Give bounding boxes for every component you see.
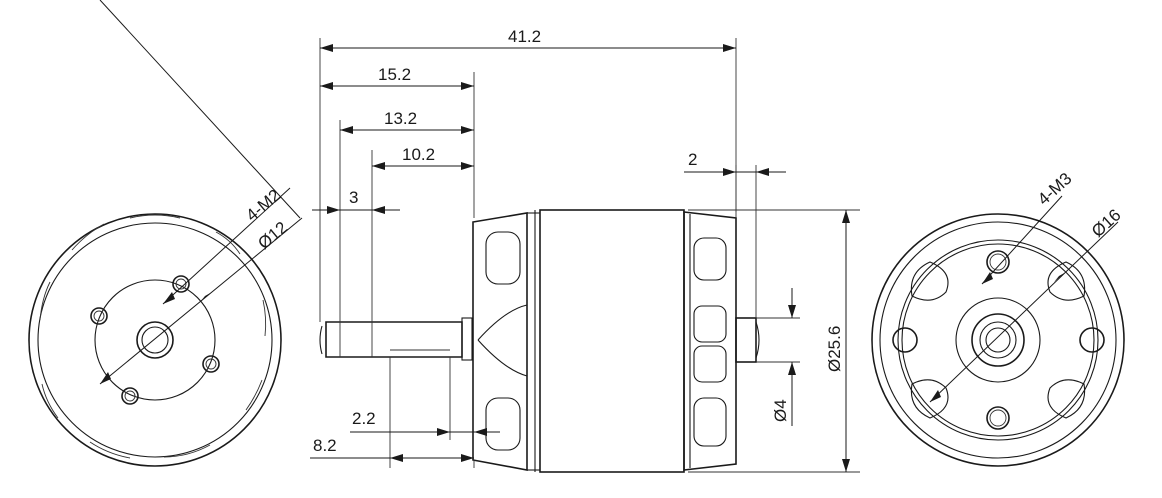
side-view: 41.2 15.2 13.2 10.2 3 2 2.2 [310,27,860,473]
diameter-body-label: Ø25.6 [825,326,844,372]
front-mount-holes [90,275,220,405]
length-2-label: 2 [688,150,697,169]
length-10-2-label: 10.2 [402,145,435,164]
rear-view: 4-M3 Ø16 [871,169,1125,467]
rear-pcd-label: Ø16 [1088,205,1125,241]
diameter-shaft-label: Ø4 [771,399,790,422]
length-13-2-label: 13.2 [384,109,417,128]
rear-cooling-slots [910,261,1086,419]
front-rim-slots [39,214,267,459]
extension-lines [319,38,860,473]
length-3-label: 3 [349,188,358,207]
overall-length-label: 41.2 [508,27,541,46]
rear-holes-label: 4-M3 [1034,169,1075,209]
length-2-2-label: 2.2 [352,409,376,428]
rear-mount-holes [986,250,1010,430]
front-pcd-label: Ø12 [254,218,291,253]
length-15-2-label: 15.2 [378,65,411,84]
length-8-2-label: 8.2 [313,436,337,455]
front-view: 4-M2 Ø12 [28,0,303,467]
